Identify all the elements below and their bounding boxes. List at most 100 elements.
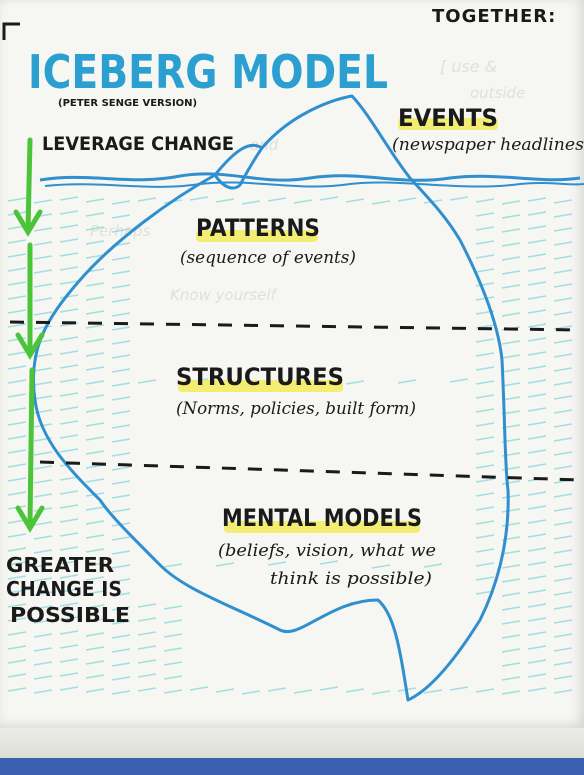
water-hatch-stroke: [553, 423, 573, 428]
water-hatch-stroke: [475, 268, 495, 273]
water-hatch-stroke: [59, 210, 79, 215]
water-hatch-stroke: [7, 631, 27, 636]
water-hatch-stroke: [111, 396, 131, 401]
water-hatch-stroke: [475, 366, 495, 371]
water-hatch-stroke: [501, 676, 521, 681]
water-hatch-stroke: [111, 410, 131, 415]
water-hatch-stroke: [553, 521, 573, 526]
water-hatch-stroke: [137, 673, 157, 678]
water-hatch-stroke: [527, 323, 547, 328]
water-hatch-stroke: [111, 214, 131, 219]
water-hatch-stroke: [111, 382, 131, 387]
water-hatch-stroke: [475, 380, 495, 385]
water-hatch-stroke: [7, 589, 27, 594]
water-hatch-stroke: [345, 688, 365, 693]
water-hatch-stroke: [33, 479, 53, 484]
iceberg-outline: [31, 94, 510, 702]
water-hatch-stroke: [163, 619, 183, 624]
water-hatch-stroke: [111, 424, 131, 429]
water-hatch-stroke: [7, 547, 27, 552]
water-hatch-stroke: [7, 561, 27, 566]
water-hatch-stroke: [7, 435, 27, 440]
water-hatch-stroke: [475, 436, 495, 441]
water-hatch-stroke: [7, 533, 27, 538]
water-hatch-stroke: [7, 295, 27, 300]
water-hatch-stroke: [137, 197, 157, 202]
water-hatch-stroke: [33, 661, 53, 666]
water-hatch-stroke: [7, 491, 27, 496]
water-hatch-stroke: [59, 252, 79, 257]
water-hatch-stroke: [527, 309, 547, 314]
water-hatch-stroke: [527, 687, 547, 692]
water-hatch-stroke: [85, 282, 105, 287]
water-hatch-stroke: [7, 449, 27, 454]
water-hatch-stroke: [319, 196, 339, 201]
water-hatch-stroke: [163, 647, 183, 652]
water-hatch-stroke: [553, 619, 573, 624]
water-hatch-stroke: [111, 452, 131, 457]
water-hatch-stroke: [85, 408, 105, 413]
corner-bracket: [2, 22, 20, 40]
waterline: [39, 172, 581, 182]
water-hatch-stroke: [85, 548, 105, 553]
water-hatch-stroke: [501, 634, 521, 639]
water-hatch-stroke: [33, 227, 53, 232]
water-hatch-stroke: [59, 294, 79, 299]
water-hatch-stroke: [59, 476, 79, 481]
water-hatch-stroke: [33, 647, 53, 652]
water-hatch-stroke: [319, 560, 339, 565]
water-hatch-stroke: [501, 214, 521, 219]
water-hatch-stroke: [111, 508, 131, 513]
corner-text: TOGETHER:: [432, 6, 556, 27]
water-hatch-stroke: [59, 574, 79, 579]
water-hatch-stroke: [7, 407, 27, 412]
water-hatch-stroke: [553, 633, 573, 638]
water-hatch-stroke: [501, 522, 521, 527]
water-hatch-stroke: [59, 392, 79, 397]
water-hatch-stroke: [59, 672, 79, 677]
water-hatch-stroke: [7, 603, 27, 608]
water-hatch-stroke: [137, 379, 157, 384]
water-hatch-stroke: [267, 687, 287, 692]
water-hatch-stroke: [85, 436, 105, 441]
water-hatch-stroke: [501, 354, 521, 359]
blue-strip: [0, 758, 584, 775]
water-hatch-stroke: [449, 378, 469, 383]
water-hatch-stroke: [33, 633, 53, 638]
water-hatch-stroke: [553, 297, 573, 302]
water-hatch-stroke: [527, 407, 547, 412]
water-hatch-stroke: [33, 283, 53, 288]
water-hatch-stroke: [7, 687, 27, 692]
water-hatch-stroke: [241, 200, 261, 205]
water-hatch-stroke: [111, 256, 131, 261]
water-hatch-stroke: [85, 632, 105, 637]
water-hatch-stroke: [33, 367, 53, 372]
water-hatch-stroke: [85, 240, 105, 245]
water-hatch-stroke: [371, 200, 391, 205]
water-hatch-stroke: [85, 562, 105, 567]
water-hatch-stroke: [475, 240, 495, 245]
level-name-structures: STRUCTURES: [176, 363, 344, 391]
water-hatch-stroke: [553, 451, 573, 456]
water-hatch-stroke: [7, 351, 27, 356]
water-hatch-stroke: [111, 690, 131, 695]
water-hatch-stroke: [7, 463, 27, 468]
water-hatch-stroke: [527, 617, 547, 622]
water-hatch-stroke: [267, 561, 287, 566]
level-desc-structures: (Norms, policies, built form): [176, 399, 416, 419]
water-hatch-stroke: [553, 689, 573, 694]
water-hatch-stroke: [553, 507, 573, 512]
water-hatch-stroke: [241, 690, 261, 695]
water-hatch-stroke: [527, 449, 547, 454]
water-hatch-stroke: [553, 591, 573, 596]
water-hatch-stroke: [7, 575, 27, 580]
water-hatch-stroke: [59, 196, 79, 201]
water-hatch-stroke: [137, 659, 157, 664]
water-hatch-stroke: [85, 310, 105, 315]
greater-change-line1: GREATER: [6, 553, 114, 577]
water-hatch-stroke: [475, 408, 495, 413]
water-hatch-stroke: [111, 298, 131, 303]
water-hatch-stroke: [527, 379, 547, 384]
water-hatch-stroke: [163, 563, 183, 568]
